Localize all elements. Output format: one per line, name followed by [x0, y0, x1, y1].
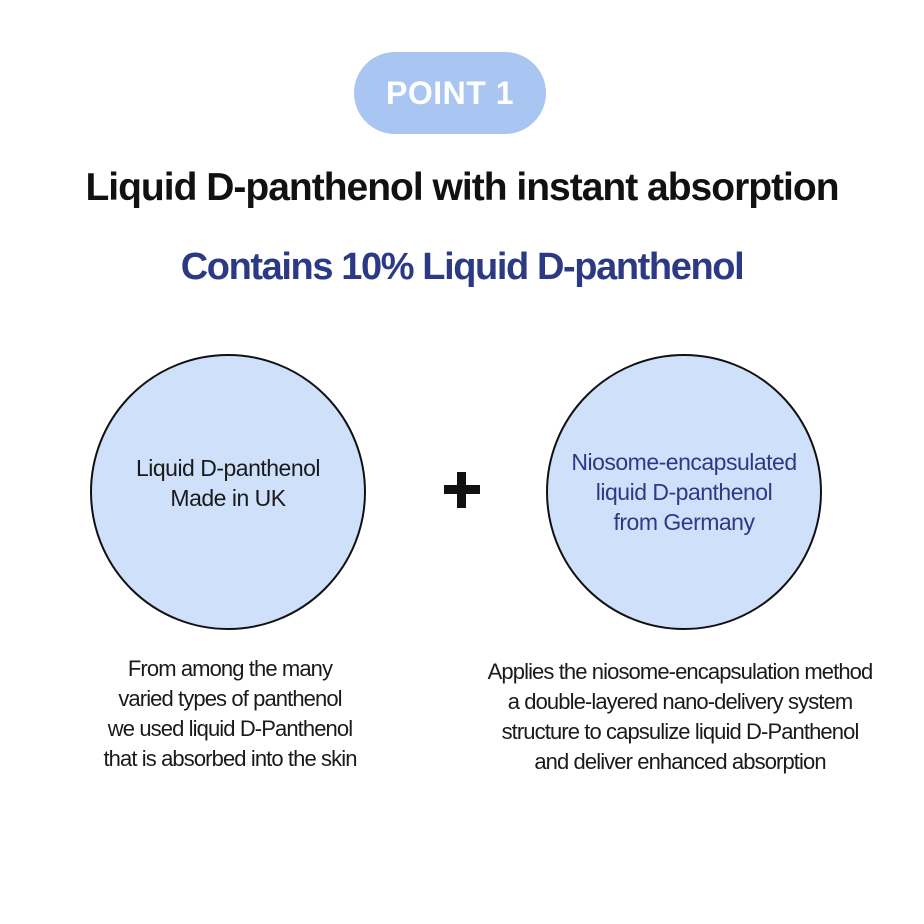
- uk-description-line-3: we used liquid D-Panthenol: [107, 716, 353, 741]
- uk-panthenol-description: From among the many varied types of pant…: [60, 654, 400, 774]
- point-badge-label: POINT 1: [386, 74, 514, 111]
- niosome-description: Applies the niosome-encapsulation method…: [450, 657, 910, 777]
- subheadline: Contains 10% Liquid D-panthenol: [180, 246, 745, 288]
- uk-panthenol-line-2: Made in UK: [170, 485, 286, 511]
- plus-icon-vertical-bar: [457, 472, 466, 508]
- uk-panthenol-circle-text: Liquid D-panthenol Made in UK: [135, 453, 321, 513]
- uk-panthenol-circle: Liquid D-panthenol Made in UK: [90, 354, 366, 630]
- plus-icon: [440, 468, 484, 512]
- uk-description-line-4: that is absorbed into the skin: [103, 746, 357, 771]
- point-badge: POINT 1: [354, 52, 546, 134]
- germany-niosome-line-1: Niosome-encapsulated: [571, 449, 797, 475]
- uk-panthenol-line-1: Liquid D-panthenol: [135, 455, 321, 481]
- germany-niosome-circle: Niosome-encapsulated liquid D-panthenol …: [546, 354, 822, 630]
- germany-niosome-line-3: from Germany: [613, 509, 755, 535]
- uk-description-line-1: From among the many: [127, 656, 333, 681]
- uk-description-line-2: varied types of panthenol: [118, 686, 342, 711]
- headline: Liquid D-panthenol with instant absorpti…: [85, 166, 839, 209]
- niosome-description-line-2: a double-layered nano-delivery system: [507, 689, 853, 714]
- germany-niosome-line-2: liquid D-panthenol: [595, 479, 773, 505]
- niosome-description-line-3: structure to capsulize liquid D-Pantheno…: [501, 719, 860, 744]
- germany-niosome-circle-text: Niosome-encapsulated liquid D-panthenol …: [571, 447, 797, 537]
- niosome-description-line-4: and deliver enhanced absorption: [534, 749, 826, 774]
- niosome-description-line-1: Applies the niosome-encapsulation method: [487, 659, 874, 684]
